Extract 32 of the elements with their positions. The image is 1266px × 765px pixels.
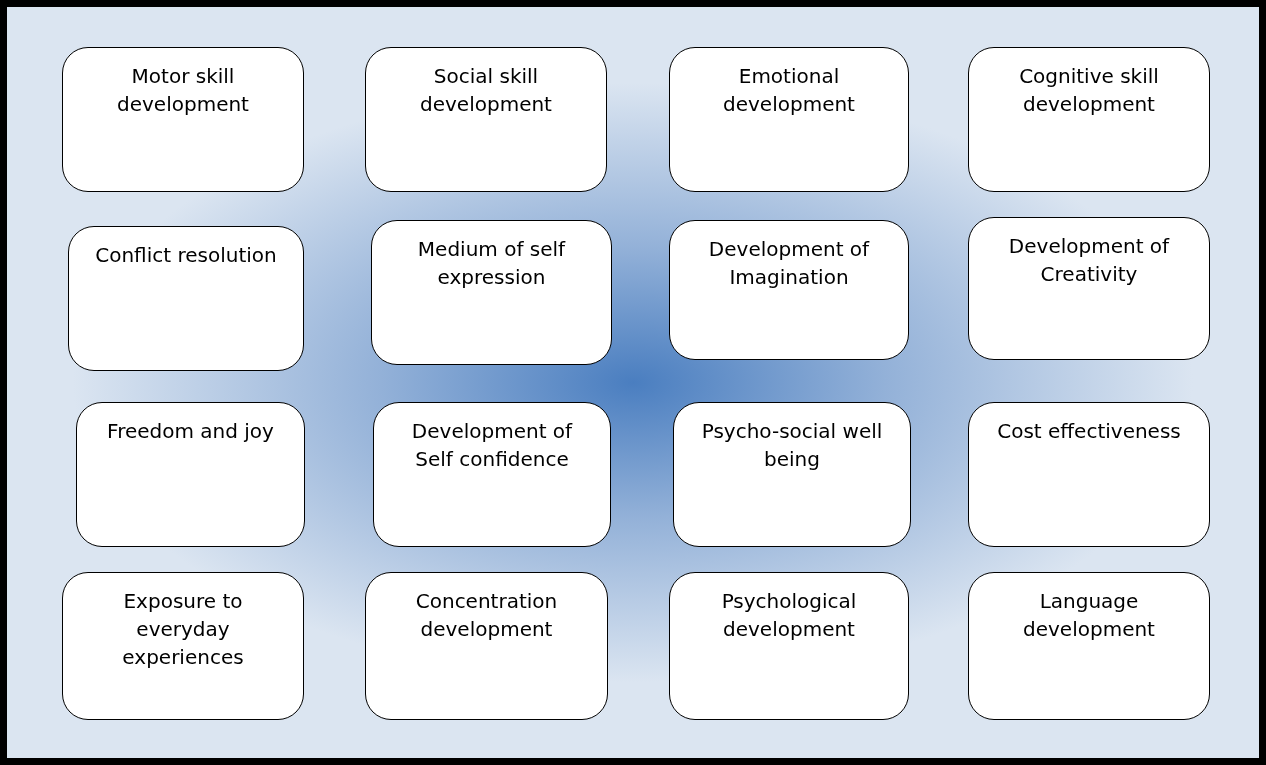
box-label: Concentration development (414, 588, 559, 643)
rounded-box (968, 47, 1210, 192)
box-label: Conflict resolution (95, 242, 277, 269)
rounded-box (669, 47, 909, 192)
rounded-box (673, 402, 911, 547)
box-label: Social skill development (419, 63, 553, 118)
rounded-box (62, 47, 304, 192)
box-label: Psychological development (720, 588, 858, 643)
box-label: Psycho-social well being (700, 418, 884, 473)
rounded-box (371, 220, 612, 365)
rounded-box (365, 47, 607, 192)
box-label: Cognitive skill development (1018, 63, 1160, 118)
rounded-box (968, 402, 1210, 547)
box-label: Language development (1022, 588, 1156, 643)
box-label: Emotional development (722, 63, 856, 118)
box-label: Development of Creativity (1007, 233, 1171, 288)
box-label: Development of Self confidence (410, 418, 574, 473)
box-label: Exposure to everyday experiences (121, 588, 245, 671)
rounded-box (62, 572, 304, 720)
rounded-box (373, 402, 611, 547)
rounded-box (365, 572, 608, 720)
box-label: Development of Imagination (707, 236, 871, 291)
box-label: Medium of self expression (416, 236, 567, 291)
box-label: Freedom and joy (107, 418, 274, 445)
box-label: Motor skill development (116, 63, 250, 118)
rounded-box (68, 226, 304, 371)
rounded-box (76, 402, 305, 547)
rounded-box (669, 220, 909, 360)
box-label: Cost effectiveness (997, 418, 1181, 445)
rounded-box (968, 572, 1210, 720)
rounded-box (968, 217, 1210, 360)
rounded-box (669, 572, 909, 720)
